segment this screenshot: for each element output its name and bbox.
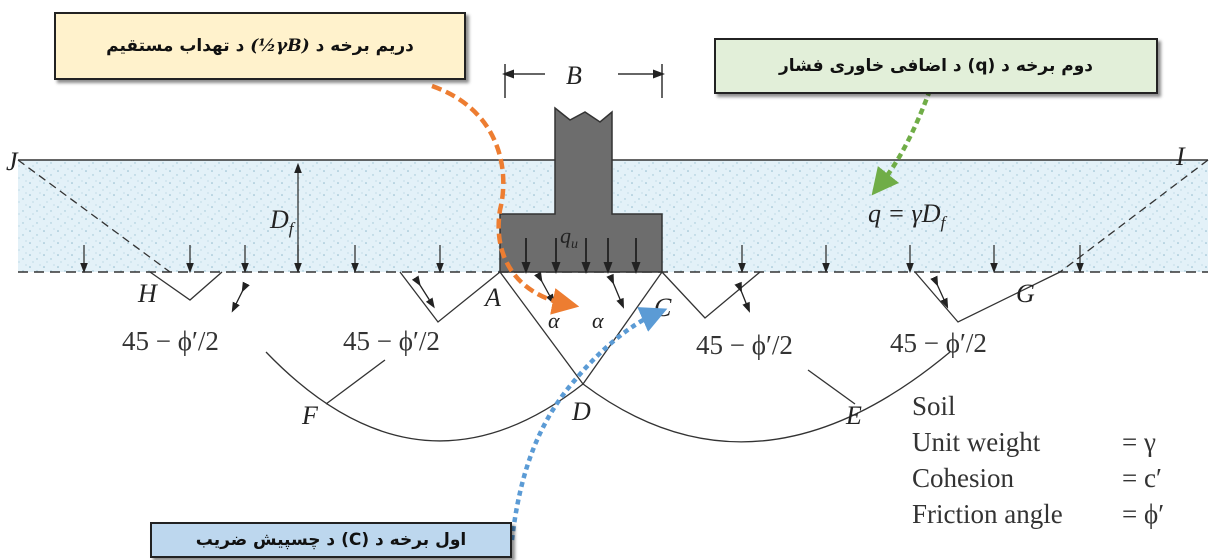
callout-first-term: اول برخه د (C) د چسپیش ضریب <box>150 522 512 558</box>
label-a: A <box>483 283 501 312</box>
angle-label-mid-left: 45 − ϕ′/2 <box>343 326 440 356</box>
label-b: B <box>566 61 582 90</box>
soil-legend: Soil Unit weight = γ Cohesion = c′ Frictio… <box>912 388 1164 532</box>
callout-third-term: دریم برخه د (½γB) د تهداب مستقیم <box>54 12 466 80</box>
label-g: G <box>1016 279 1035 308</box>
soil-legend-unit-weight-value: = γ <box>1122 427 1156 457</box>
label-i: I <box>1175 142 1186 171</box>
soil-legend-friction-name: Friction angle <box>912 499 1063 529</box>
soil-legend-unit-weight-name: Unit weight <box>912 427 1041 457</box>
angle-label-mid-right: 45 − ϕ′/2 <box>696 330 793 360</box>
soil-legend-friction-value: = ϕ′ <box>1122 499 1165 529</box>
callout-third-suffix: د تهداب مستقیم <box>106 36 245 56</box>
passive-line-right <box>1059 159 1209 273</box>
callout-second-term: دوم برخه د (q) د اضافی خاوری فشار <box>714 38 1158 94</box>
label-c: C <box>654 293 672 322</box>
callout-third-formula: (½γB) <box>250 36 310 56</box>
callout-third-prefix: دریم برخه د <box>315 36 414 56</box>
surcharge-arrows <box>80 245 1084 274</box>
label-alpha-left: α <box>548 308 560 333</box>
label-j: J <box>6 147 19 176</box>
label-q-equals-gamma-df: q = γDf <box>868 199 948 232</box>
label-alpha-right: α <box>592 308 604 333</box>
blue-pointer-arrow <box>509 307 668 541</box>
callout-second-text: دوم برخه د (q) د اضافی خاوری فشار <box>779 56 1094 76</box>
green-pointer-arrow <box>871 89 933 196</box>
angle-label-left: 45 − ϕ′/2 <box>122 326 219 356</box>
footing-load-arrows <box>521 238 641 274</box>
soil-legend-cohesion-name: Cohesion <box>912 463 1015 493</box>
soil-legend-title: Soil <box>912 391 956 421</box>
callout-first-text: اول برخه د (C) د چسپیش ضریب <box>195 530 467 550</box>
label-h: H <box>137 279 158 308</box>
label-f: F <box>301 401 319 430</box>
orange-pointer-arrow <box>431 83 580 315</box>
angle-double-arrows <box>231 271 949 313</box>
footing <box>499 106 663 273</box>
passive-line-left <box>17 159 171 273</box>
angle-label-right: 45 − ϕ′/2 <box>890 328 987 358</box>
label-df: Df <box>269 205 296 238</box>
failure-surface-lines <box>149 271 1061 443</box>
label-e: E <box>845 401 862 430</box>
soil-legend-cohesion-value: = c′ <box>1122 463 1162 493</box>
label-qu: qu <box>560 223 578 252</box>
label-d: D <box>571 397 591 426</box>
